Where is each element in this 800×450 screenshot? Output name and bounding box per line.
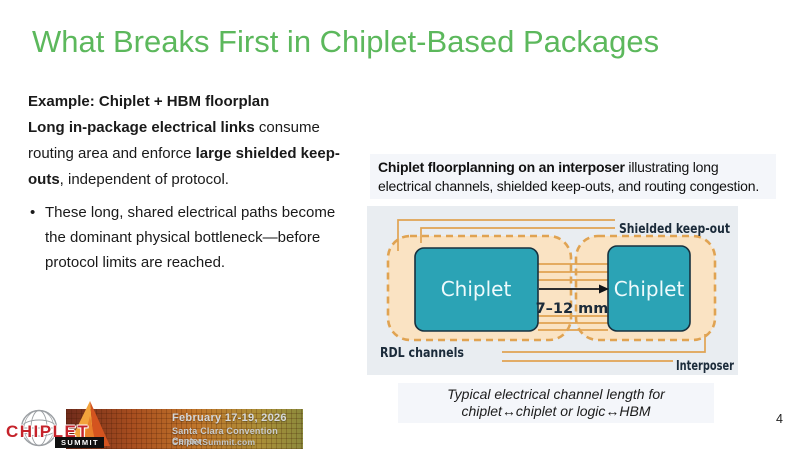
- globe-icon: [20, 409, 58, 447]
- figure-caption-lead: Chiplet floorplanning on an interposer: [378, 159, 625, 175]
- right-chiplet-label: Chiplet: [614, 277, 685, 301]
- logo-sub-text: SUMMIT: [55, 437, 104, 448]
- paragraph-run-4: , independent of protocol.: [59, 171, 229, 188]
- distance-arrow: [539, 284, 609, 294]
- diagram-svg: Chiplet Chiplet 7–12 mm Shielded keep-ou…: [380, 219, 734, 374]
- figure-subcaption: Typical electrical channel length for ch…: [398, 383, 714, 423]
- interposer-diagram: Chiplet Chiplet 7–12 mm Shielded keep-ou…: [367, 206, 738, 375]
- paragraph-run-2: consume routing area and enforce: [28, 119, 320, 162]
- left-chiplet-block: [414, 247, 539, 332]
- event-venue: Santa Clara Convention Center: [172, 426, 278, 446]
- paragraph-bold-run-3: large shielded keep-outs: [28, 145, 340, 188]
- chiplet-summit-logo: CHIPLET SUMMIT: [6, 398, 114, 450]
- figure-caption-rest: illustrating long electrical channels, s…: [378, 159, 760, 194]
- event-website: ChipletSummit.com: [172, 437, 256, 447]
- left-chiplet-label: Chiplet: [441, 277, 512, 301]
- intro-paragraph: Long in-package electrical links consume…: [28, 115, 368, 193]
- routing-channel-lines: [538, 263, 608, 331]
- interposer-label: Interposer: [676, 358, 734, 374]
- figure-caption: Chiplet floorplanning on an interposer i…: [370, 154, 776, 199]
- page-number: 4: [776, 412, 783, 426]
- example-heading: Example: Chiplet + HBM floorplan: [28, 93, 270, 110]
- rdl-channels-label: RDL channels: [380, 345, 464, 361]
- callout-lines: [397, 219, 706, 362]
- logo-brand-text: CHIPLET: [6, 422, 90, 441]
- event-date: February 17-19, 2026: [172, 412, 287, 424]
- shielded-keepout-label: Shielded keep-out: [619, 221, 730, 237]
- rdl-callout-line: [502, 334, 706, 353]
- shielded-callout-line-1: [397, 219, 615, 251]
- bullet-item: These long, shared electrical paths beco…: [28, 200, 368, 275]
- shielded-callout-line-2: [420, 227, 615, 243]
- right-chiplet-block: [607, 245, 691, 332]
- left-text-column: Example: Chiplet + HBM floorplan Long in…: [28, 89, 368, 275]
- paragraph-bold-run-1: Long in-package electrical links: [28, 119, 255, 136]
- distance-label: 7–12 mm: [536, 301, 609, 317]
- subcaption-line-1: Typical electrical channel length for: [447, 386, 665, 402]
- subcaption-line-2: chiplet↔chiplet or logic↔HBM: [461, 402, 651, 419]
- slide-title: What Breaks First in Chiplet-Based Packa…: [32, 24, 660, 59]
- bullet-list: These long, shared electrical paths beco…: [28, 200, 368, 275]
